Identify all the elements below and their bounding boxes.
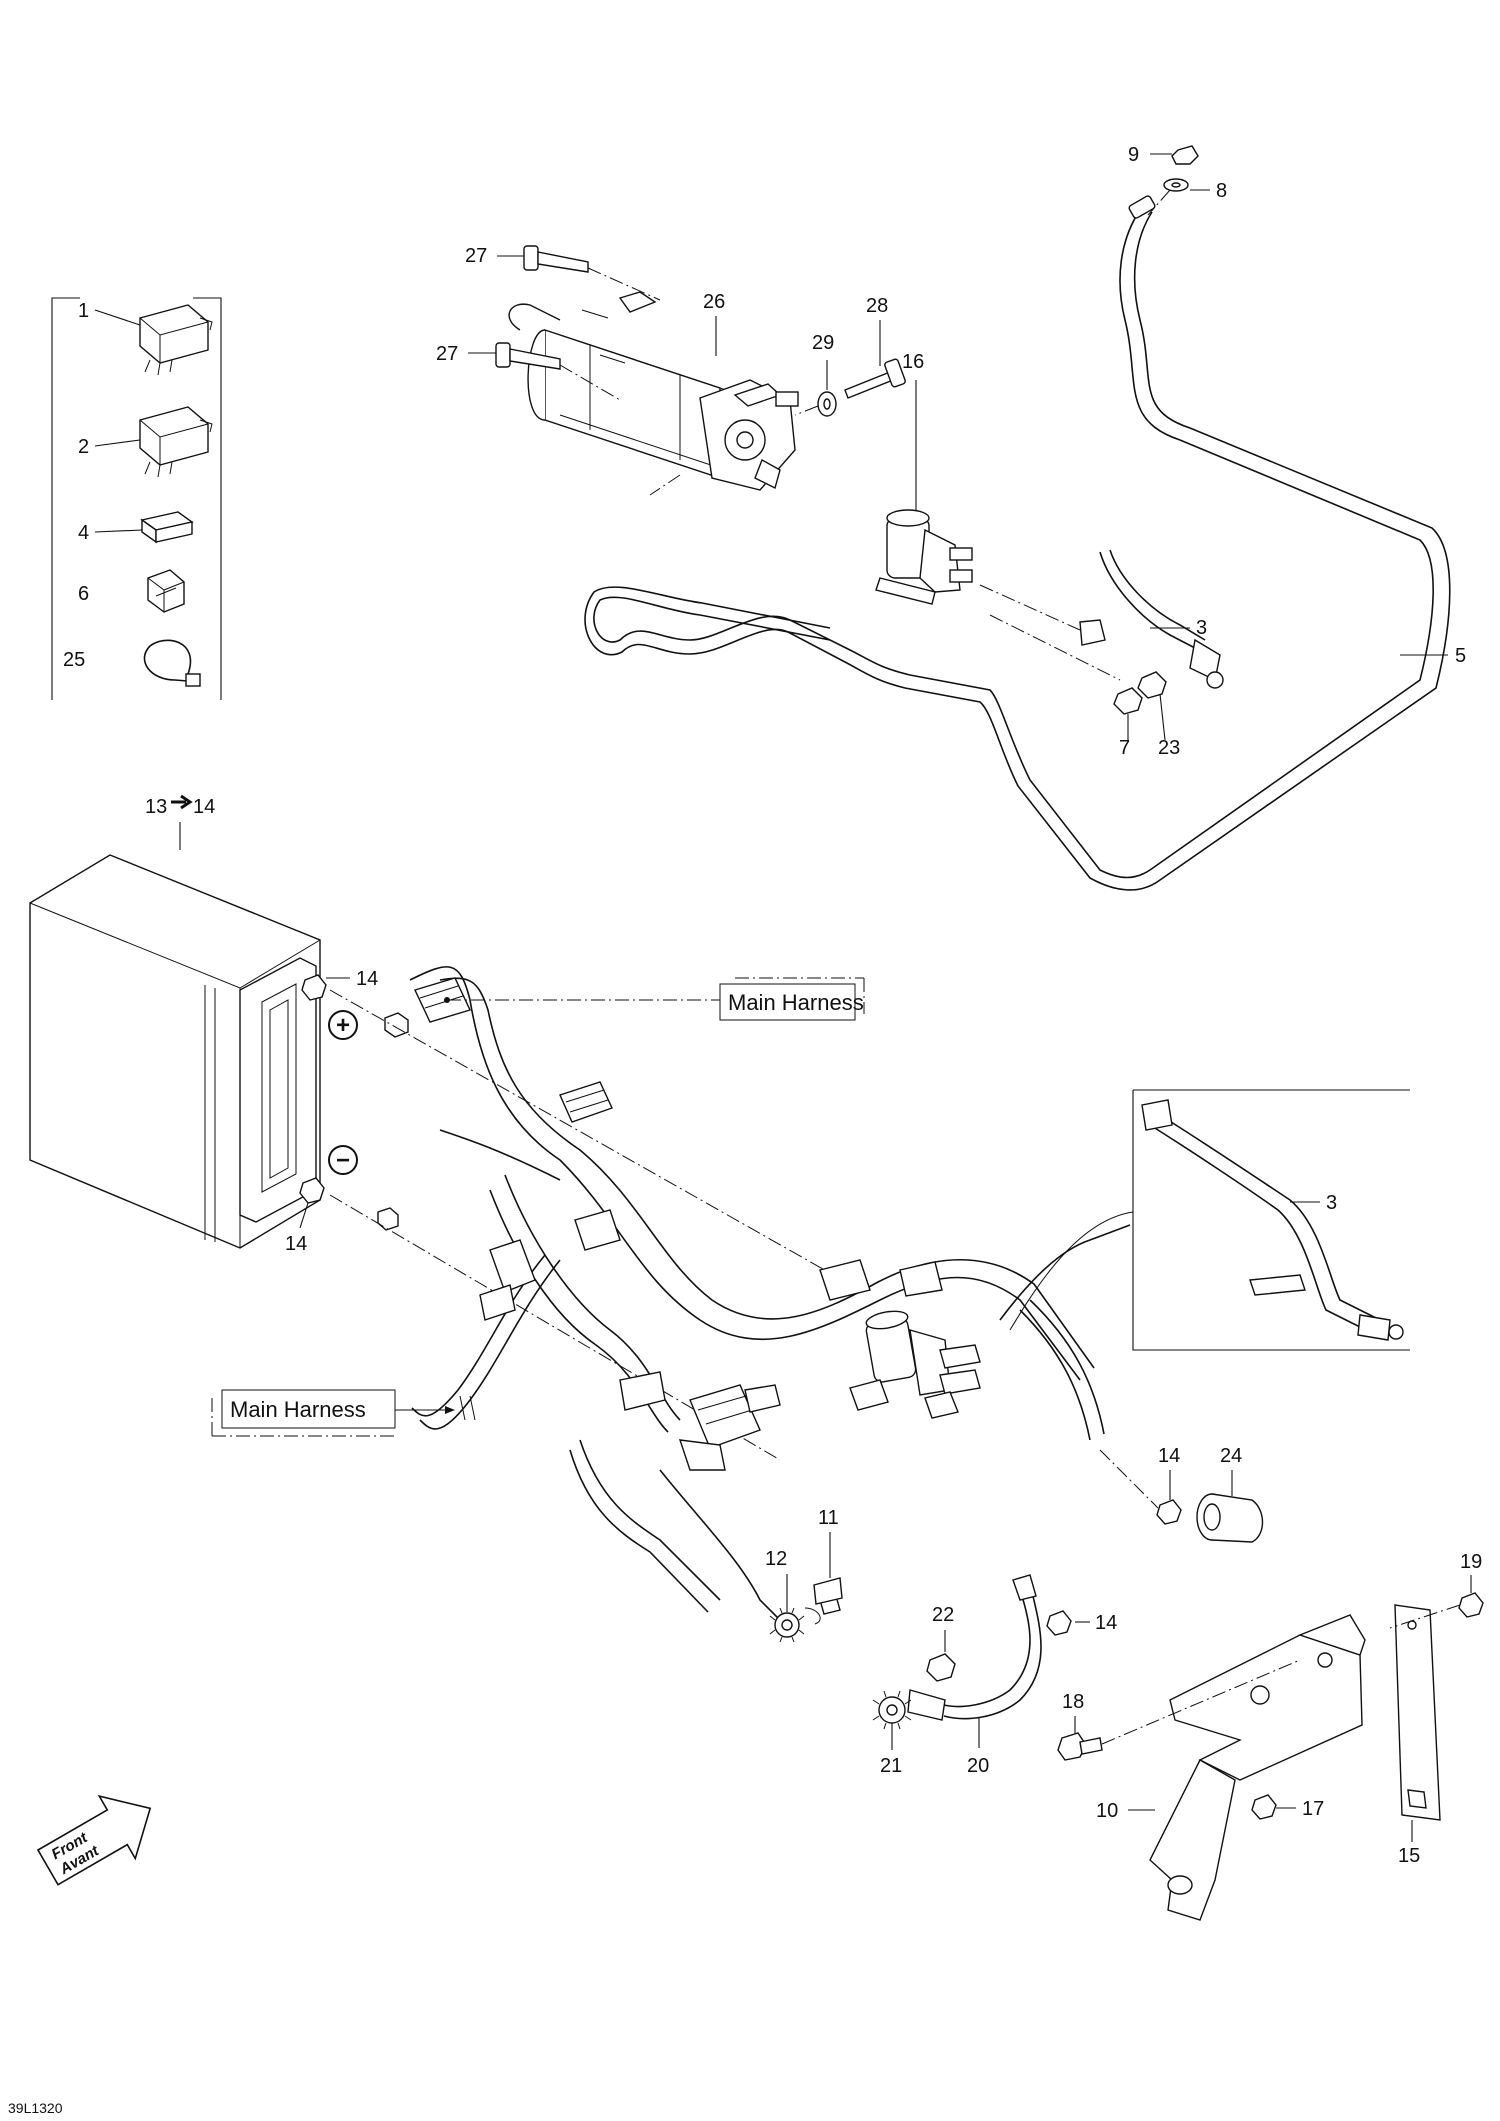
harness-connector-icon [479,1239,536,1321]
cable-3-upper [1079,549,1224,689]
negative-terminal-text: − [336,1147,350,1174]
starter-solenoid-installed [849,1310,981,1419]
main-harness-label-text-lower: Main Harness [230,1397,366,1422]
washer-icon [1163,178,1189,192]
bolt-icon [1057,1732,1103,1761]
main-harness-label-upper: Main Harness [444,977,865,1021]
starter-motor [508,291,799,491]
parts-legend-panel [51,297,222,700]
harness-connector-icon [619,1371,666,1411]
nut-icon [1046,1610,1072,1636]
main-harness-label-text: Main Harness [728,990,864,1015]
nut-icon [1113,687,1143,715]
callout-14-positive-terminal: 14 [356,968,378,990]
harness-connector-icon [744,1384,781,1413]
callout-19: 19 [1460,1551,1482,1573]
callout-14-lower: 14 [1095,1612,1117,1634]
nut-icon [926,1653,956,1682]
lock-washer-icon [872,1690,912,1730]
callout-18: 18 [1062,1691,1084,1713]
callout-7: 7 [1119,737,1130,759]
positive-terminal-text: + [336,1012,350,1039]
main-harness [409,966,1131,1621]
callout-9: 9 [1128,144,1139,166]
arrow-right-icon [171,794,193,810]
callout-8: 8 [1216,180,1227,202]
clip-icon [147,569,185,613]
callout-11: 11 [818,1507,839,1529]
nut-icon [1251,1794,1277,1820]
callout-3-inset: 3 [1326,1192,1337,1214]
callout-23: 23 [1158,737,1180,759]
nut-icon [1458,1592,1484,1618]
figure-reference: 39L1320 [8,2100,63,2116]
callout-22: 22 [932,1604,954,1626]
callout-29: 29 [812,332,834,354]
starter-solenoid [875,509,973,605]
bolt-icon [844,358,906,399]
callout-15: 15 [1398,1845,1420,1867]
callout-6: 6 [78,583,89,605]
battery-cable-5 [584,195,1451,891]
callout-17: 17 [1302,1798,1324,1820]
nut-icon [1156,1499,1182,1525]
harness-connector-icon [819,1259,943,1301]
harness-connector-icon [414,977,471,1023]
terminal-bolt-icon [301,974,327,1001]
battery [29,854,321,1249]
nut-icon [1171,145,1199,165]
harness-connector-icon [559,1081,613,1123]
cable-tie-icon [143,639,201,687]
callout-16: 16 [902,351,924,373]
terminal-cap-icon [1196,1493,1264,1543]
callout-13: 13 [145,796,167,818]
callout-13-target: 14 [193,796,215,818]
callout-20: 20 [967,1755,989,1777]
callout-26: 26 [703,291,725,313]
bracket-10 [1149,1614,1366,1921]
callout-14-negative-terminal: 14 [285,1233,307,1255]
relay-icon [139,304,213,376]
relay-icon [139,406,213,478]
callout-24: 24 [1220,1445,1242,1467]
callout-2: 2 [78,436,89,458]
positive-terminal-symbol: + [328,1010,358,1040]
callout-25: 25 [63,649,85,671]
bolt-icon [495,342,561,370]
lock-washer-icon [769,1607,805,1643]
main-harness-label-lower: Main Harness [211,1389,476,1437]
callout-21: 21 [880,1755,902,1777]
callout-28: 28 [866,295,888,317]
callout-12: 12 [765,1548,787,1570]
callout-5: 5 [1455,645,1466,667]
front-direction-arrow: Front Avant [36,1794,152,1886]
bolt-icon [523,245,589,273]
fuse-icon [140,511,194,544]
callout-10: 10 [1096,1800,1118,1822]
callout-1: 1 [78,300,89,322]
callout-27-lower: 27 [436,343,458,365]
negative-terminal-symbol: − [328,1145,358,1175]
nut-icon [1137,671,1167,699]
callout-4: 4 [78,522,89,544]
terminal-bolt-icon [299,1177,325,1204]
ground-cable-20 [907,1574,1042,1721]
harness-connector-icon [678,1384,761,1471]
bolt-icon [813,1577,843,1615]
callout-27-upper: 27 [465,245,487,267]
callout-3-upper: 3 [1196,617,1207,639]
cable-3-inset [1132,1089,1410,1351]
harness-connector-icon [574,1209,621,1251]
callout-14-right: 14 [1158,1445,1180,1467]
washer-icon [817,391,837,417]
plate-15 [1394,1604,1441,1821]
